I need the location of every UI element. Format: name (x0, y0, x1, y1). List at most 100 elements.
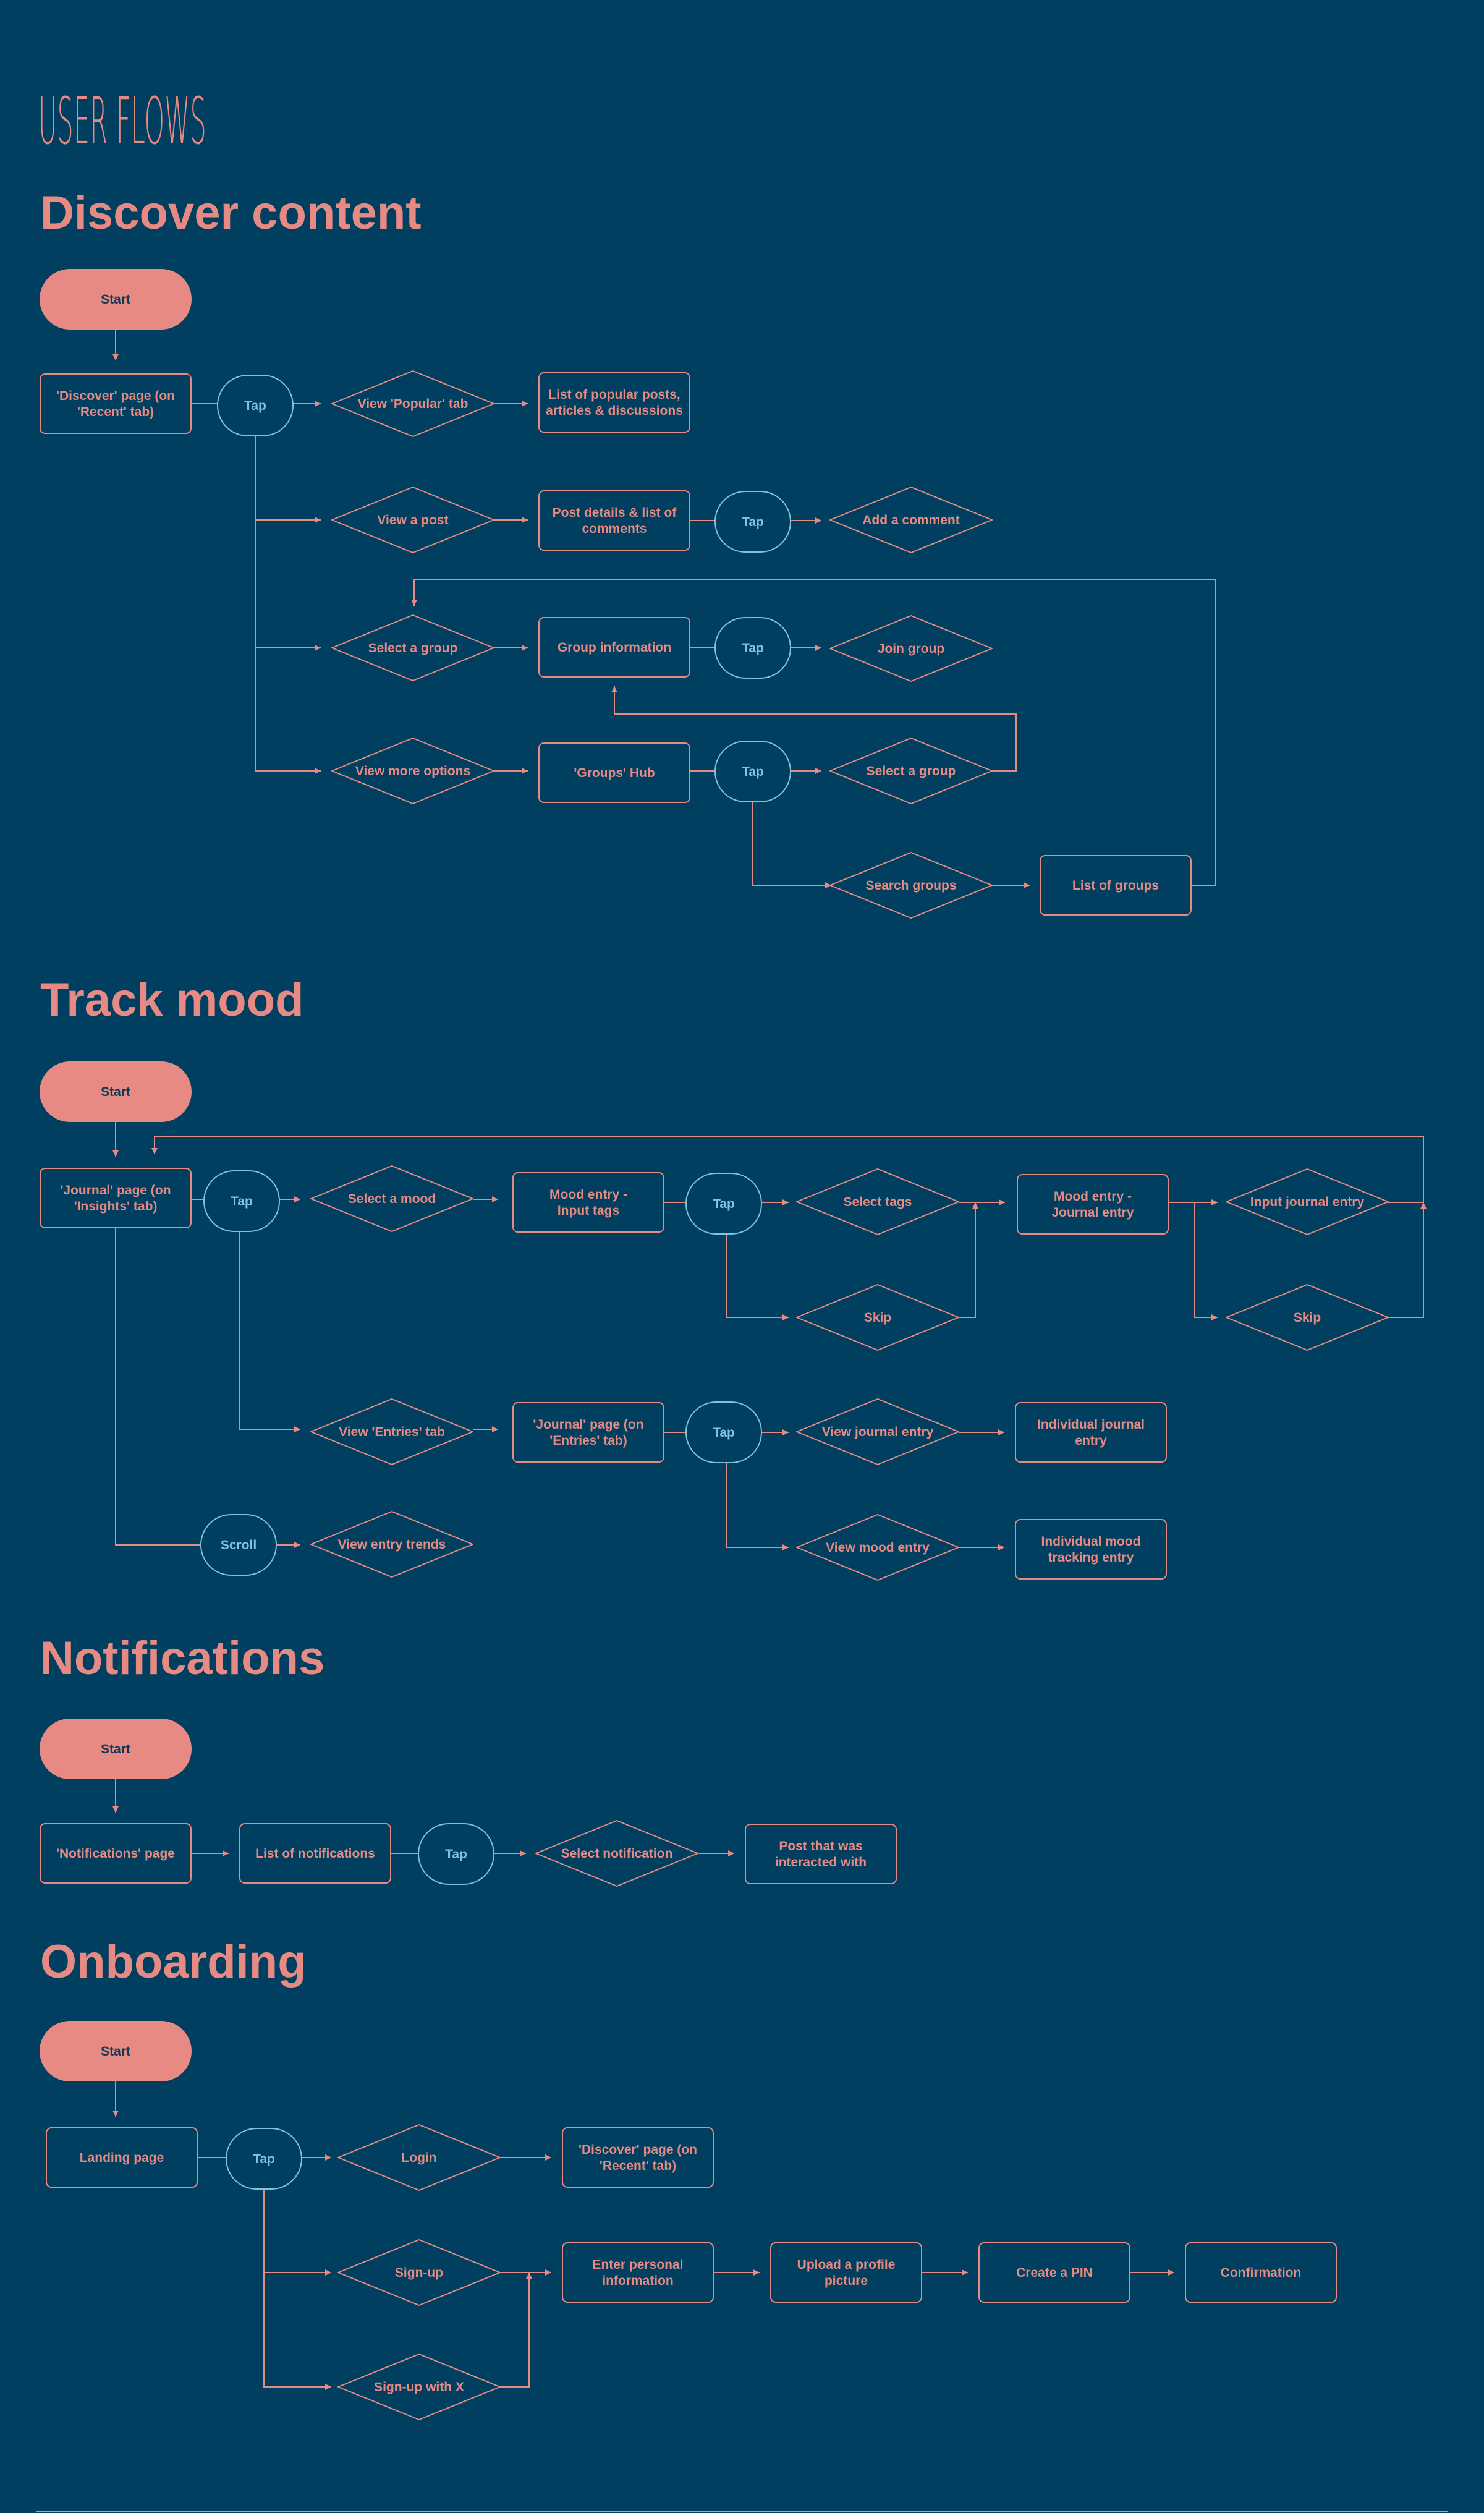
decision-shape (310, 1511, 473, 1578)
node-label: Enter personal (592, 2258, 683, 2272)
decision-node-view-mood-entry: View mood entry (796, 1514, 959, 1581)
screen-shape (538, 490, 690, 551)
node-label: entry (1075, 1434, 1107, 1448)
decision-node-input-journal-entry: Input journal entry (1226, 1168, 1389, 1235)
decision-shape (310, 1165, 473, 1232)
screen-shape (512, 1172, 664, 1233)
screen-shape (46, 2127, 198, 2188)
node-label: List of groups (1072, 878, 1159, 893)
screen-shape (239, 1823, 391, 1884)
start-node-start: Start (40, 1719, 192, 1779)
screen-shape (1185, 2242, 1337, 2303)
decision-node-view-entries-tab: View 'Entries' tab (310, 1398, 473, 1465)
screen-shape (538, 742, 690, 803)
node-label: Journal entry (1051, 1205, 1134, 1220)
connector-t-skip2-to-t-journal (1388, 1202, 1427, 1318)
action-shape (418, 1823, 494, 1885)
decision-node-view-a-post: View a post (331, 487, 494, 553)
screen-shape (1040, 855, 1192, 916)
node-label: Mood entry - (1054, 1189, 1132, 1204)
action-shape (217, 375, 294, 436)
decision-node-select-a-group: Select a group (829, 738, 993, 804)
screen-shape (40, 1168, 192, 1228)
node-label: Post details & list of (553, 506, 677, 520)
decision-node-sign-up: Sign-up (337, 2239, 501, 2306)
node-label: 'Entries' tab) (549, 1434, 627, 1448)
start-node-start: Start (40, 2021, 192, 2081)
node-label: Group information (558, 640, 671, 655)
screen-node-notifications-page: 'Notifications' page (40, 1823, 192, 1884)
action-node-tap: Tap (418, 1823, 494, 1885)
node-label: Landing page (80, 2151, 164, 2165)
node-label: View journal entry (822, 1425, 934, 1439)
node-label: information (602, 2274, 674, 2288)
node-label: 'Groups' Hub (574, 766, 655, 780)
connectors-layer (112, 330, 1427, 2390)
node-label: Individual mood (1041, 1534, 1141, 1549)
connector-t-input-journal-to-t-journal (151, 1136, 1424, 1203)
node-label: Post that was (779, 1839, 862, 1853)
node-label: Start (101, 1085, 130, 1099)
start-shape (40, 2021, 192, 2081)
node-label: 'Notifications' page (56, 1847, 175, 1861)
node-label: Create a PIN (1016, 2266, 1093, 2280)
screen-node-discover-page-on-recent-tab: 'Discover' page (on'Recent' tab) (40, 373, 192, 434)
section-title-discover-content: Discover content (40, 187, 422, 239)
decision-node-view-more-options: View more options (331, 738, 494, 804)
screen-node-enter-personal-information: Enter personal information (562, 2242, 714, 2303)
node-label: Start (101, 1742, 130, 1756)
node-label: Tap (253, 2152, 275, 2166)
decision-shape (535, 1820, 698, 1887)
screen-shape (40, 373, 192, 434)
node-label: 'Journal' page (on (533, 1418, 643, 1432)
action-shape (226, 2128, 302, 2190)
decision-node-search-groups: Search groups (829, 852, 993, 919)
action-node-tap: Tap (714, 617, 791, 679)
section-title-onboarding: Onboarding (40, 1936, 307, 1988)
decision-shape (1226, 1168, 1389, 1235)
node-label: Tap (231, 1194, 253, 1209)
node-label: Select tags (844, 1195, 912, 1209)
node-label: 'Insights' tab) (74, 1199, 158, 1214)
screen-node-journal-page-on-entries-tab: 'Journal' page (on 'Entries' tab) (512, 1402, 664, 1463)
screen-shape (1017, 1174, 1169, 1235)
screen-node-mood-entry-journal-entry: Mood entry -Journal entry (1017, 1174, 1169, 1235)
connector-o-tap-to-o-signup (263, 2189, 331, 2276)
screen-node-create-a-pin: Create a PIN (978, 2242, 1130, 2303)
node-label: Select notification (561, 1847, 673, 1861)
node-label: Join group (878, 642, 945, 656)
connector-t-skip1-to-t-mood-journal (959, 1202, 978, 1318)
decision-node-view-journal-entry: View journal entry (796, 1398, 959, 1465)
section-title-notifications: Notifications (40, 1632, 324, 1685)
action-node-tap: Tap (685, 1401, 762, 1463)
screen-shape (978, 2242, 1130, 2303)
node-label: List of notifications (255, 1847, 375, 1861)
decision-node-skip: Skip (796, 1284, 959, 1351)
decision-shape (796, 1514, 959, 1581)
decision-node-select-a-group: Select a group (331, 614, 494, 681)
node-label: Tap (742, 765, 764, 779)
decision-shape (331, 738, 494, 804)
decision-node-add-a-comment: Add a comment (829, 487, 993, 553)
action-shape (714, 617, 791, 679)
action-shape (714, 491, 791, 553)
action-node-tap: Tap (226, 2128, 302, 2190)
node-label: View 'Entries' tab (339, 1425, 445, 1439)
node-label: Start (101, 292, 130, 307)
decision-shape (796, 1284, 959, 1351)
action-node-scroll: Scroll (200, 1514, 277, 1576)
screen-shape (40, 1823, 192, 1884)
action-node-tap: Tap (203, 1170, 280, 1232)
screen-shape (538, 372, 690, 433)
action-node-tap: Tap (217, 375, 294, 436)
connector-t-tap2-to-t-skip1 (726, 1234, 789, 1320)
connector-t-journal-to-t-scroll (115, 1228, 201, 1546)
start-node-start: Start (40, 269, 192, 330)
screen-node-list-of-notifications: List of notifications (239, 1823, 391, 1884)
node-label: List of popular posts, (548, 388, 681, 402)
node-label: Tap (713, 1197, 735, 1211)
node-label: Search groups (865, 878, 956, 893)
decision-node-view-entry-trends: View entry trends (310, 1511, 473, 1578)
action-node-tap: Tap (714, 491, 791, 553)
